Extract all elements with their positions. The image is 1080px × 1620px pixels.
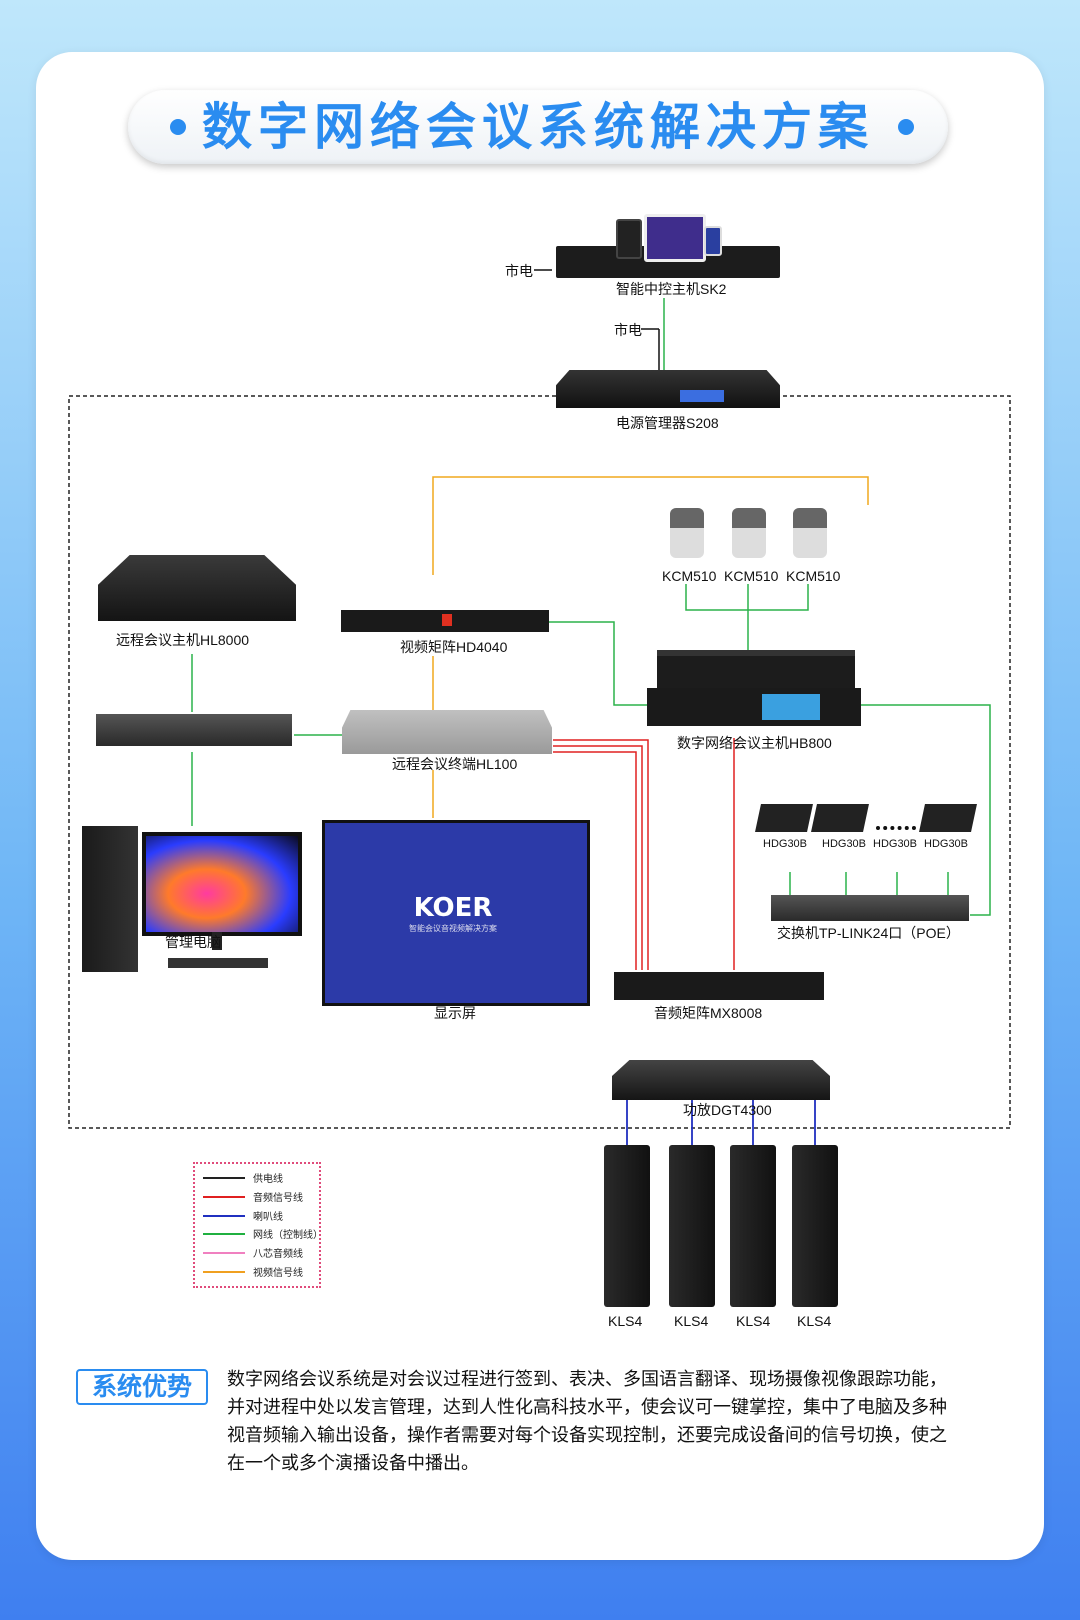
legend-item: 音频信号线 (203, 1189, 315, 1204)
poe-switch-label: 交换机TP-LINK24口（POE） (777, 925, 960, 941)
pc-label: 管理电脑 (165, 934, 221, 950)
display-tagline: 智能会议音视频解决方案 (409, 924, 497, 933)
display-brand: KOER (413, 893, 493, 923)
pc-monitor (142, 832, 302, 936)
net-hd4040-hb800 (548, 621, 648, 706)
s208-power-label: 市电 (614, 322, 642, 338)
camera-icon-2 (732, 508, 766, 558)
unit-label-1: HDG30B (763, 838, 808, 850)
phone-icon-small (704, 226, 722, 256)
camera-label-3: KCM510 (786, 568, 841, 584)
audio-hl100-mx-3 (553, 751, 637, 970)
audio-hl100-mx-1 (553, 739, 649, 970)
legend-item: 视频信号线 (203, 1264, 315, 1279)
hl8000-device (98, 555, 296, 621)
speaker-label-4: KLS4 (797, 1313, 832, 1329)
camera-icon-1 (670, 508, 704, 558)
video-line-top (432, 476, 869, 575)
legend-item: 供电线 (203, 1170, 315, 1185)
speaker-icon-1 (604, 1145, 650, 1307)
legend-label: 网线（控制线） (253, 1230, 323, 1241)
system-boundary (68, 395, 1011, 1129)
sk2-power-label: 市电 (505, 263, 533, 279)
phone-icon (616, 219, 642, 259)
legend-item: 喇叭线 (203, 1208, 315, 1223)
speaker-label-3: KLS4 (736, 1313, 771, 1329)
conference-unit-2 (811, 804, 869, 832)
audio-hl100-mx-2 (553, 745, 643, 970)
dgt4300-device (612, 1060, 830, 1100)
conference-unit-4 (919, 804, 977, 832)
title-dot-left (170, 119, 186, 135)
hb800-screen (762, 694, 820, 720)
network-switch (96, 714, 292, 746)
title-banner (128, 90, 948, 164)
speaker-label-2: KLS4 (674, 1313, 709, 1329)
unit-label-2: HDG30B (822, 838, 867, 850)
unit-label-4: HDG30B (924, 838, 969, 850)
legend-label: 喇叭线 (253, 1212, 283, 1223)
legend-line (203, 1215, 245, 1217)
camera-icon-3 (793, 508, 827, 558)
legend-label: 视频信号线 (253, 1268, 303, 1279)
hl100-label: 远程会议终端HL100 (392, 756, 518, 772)
net-hb800-poeswitch (858, 704, 991, 916)
pc-tower (82, 826, 138, 972)
legend-line (203, 1196, 245, 1198)
hl8000-label: 远程会议主机HL8000 (116, 632, 250, 648)
units-ellipsis (876, 826, 916, 830)
sk2-label: 智能中控主机SK2 (616, 281, 727, 297)
speaker-icon-4 (792, 1145, 838, 1307)
speaker-icon-3 (730, 1145, 776, 1307)
legend-item: 网线（控制线） (203, 1226, 323, 1241)
legend: 供电线 音频信号线 喇叭线 网线（控制线） 八芯音频线 视频信号线 (193, 1162, 323, 1288)
s208-device (556, 370, 780, 408)
hd4040-label: 视频矩阵HD4040 (400, 639, 508, 655)
page-title: 数字网络会议系统解决方案 (202, 98, 874, 156)
camera-label-2: KCM510 (724, 568, 779, 584)
s208-label: 电源管理器S208 (616, 415, 719, 431)
poe-switch (771, 895, 969, 921)
hl100-device (342, 710, 552, 754)
speaker-label-1: KLS4 (608, 1313, 643, 1329)
dgt4300-label: 功放DGT4300 (683, 1102, 772, 1118)
hb800-device (647, 688, 861, 726)
legend-label: 音频信号线 (253, 1193, 303, 1204)
legend-line (203, 1177, 245, 1179)
unit-label-3: HDG30B (873, 838, 918, 850)
title-dot-right (898, 119, 914, 135)
mx8008-label: 音频矩阵MX8008 (654, 1005, 763, 1021)
legend-line (203, 1233, 245, 1235)
conference-unit-1 (755, 804, 813, 832)
display-screen (322, 820, 590, 1006)
display-label: 显示屏 (434, 1005, 476, 1021)
keyboard (168, 958, 268, 968)
hb800-upper (657, 650, 855, 694)
net-cams (685, 584, 809, 611)
hb800-label: 数字网络会议主机HB800 (677, 735, 832, 751)
hd4040-power-led (442, 614, 452, 626)
camera-label-1: KCM510 (662, 568, 717, 584)
monitor-stand (212, 932, 222, 950)
legend-line (203, 1271, 245, 1273)
mx8008-device (614, 972, 824, 1000)
content-card (36, 52, 1044, 1560)
legend-line (203, 1252, 245, 1254)
legend-label: 八芯音频线 (253, 1249, 303, 1260)
tablet-icon (644, 214, 706, 262)
legend-label: 供电线 (253, 1174, 283, 1185)
advantage-text: 数字网络会议系统是对会议过程进行签到、表决、多国语言翻译、现场摄像视像跟踪功能，… (227, 1369, 947, 1474)
advantage-badge: 系统优势 (76, 1369, 208, 1405)
legend-item: 八芯音频线 (203, 1245, 315, 1260)
speaker-icon-2 (669, 1145, 715, 1307)
s208-display (680, 390, 724, 402)
